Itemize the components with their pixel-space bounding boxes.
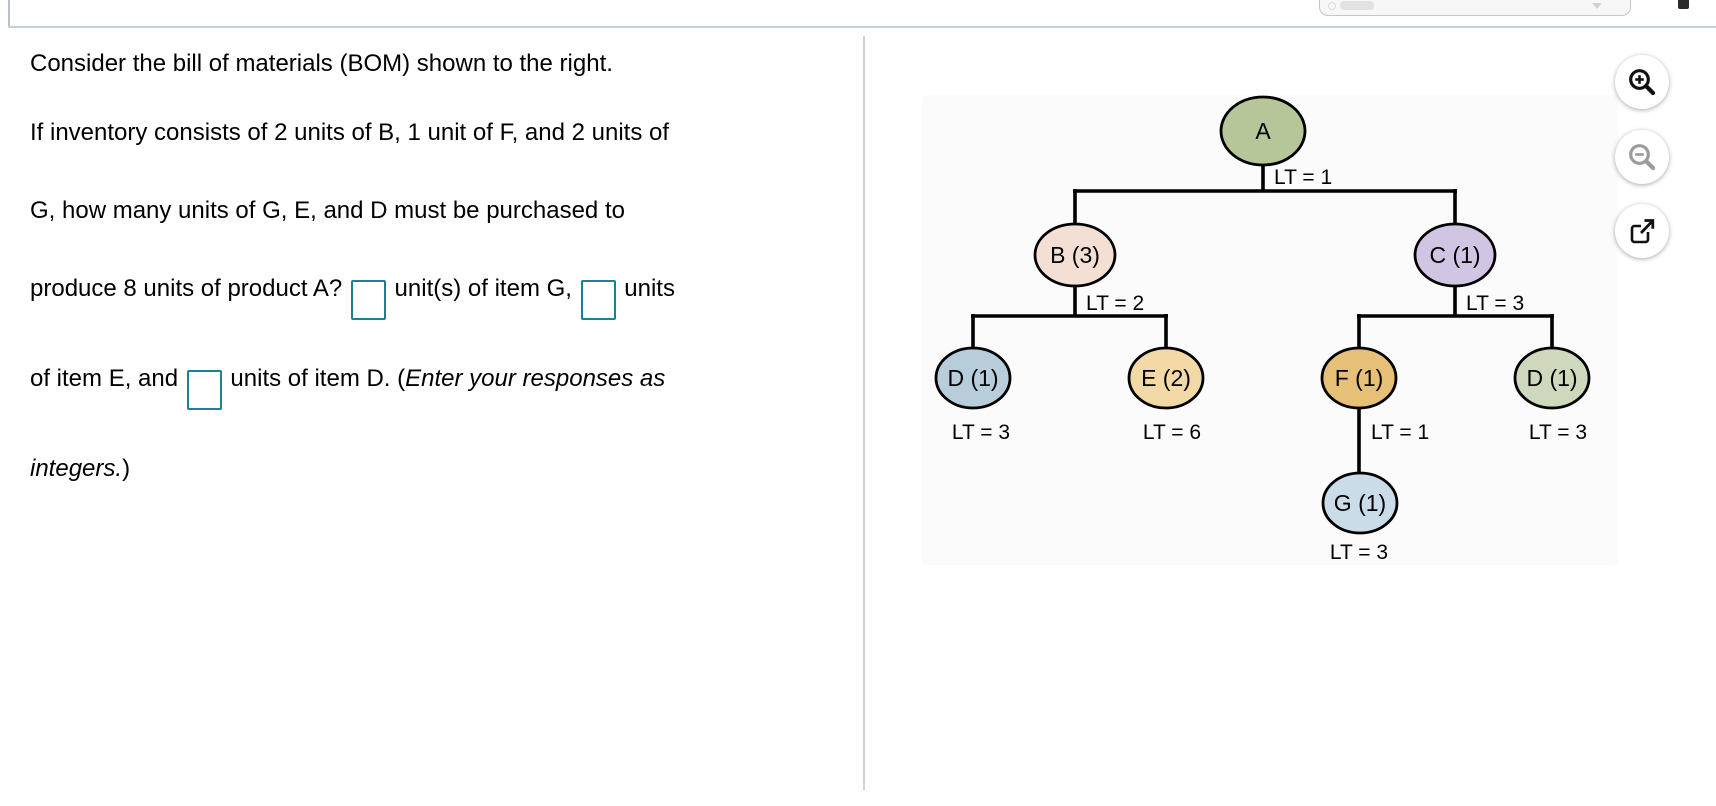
answer-input-g[interactable] (350, 280, 386, 320)
bom-node-label-d2: D (1) (1526, 365, 1577, 391)
lead-time-label: LT = 3 (1330, 541, 1388, 564)
bom-node-c (1413, 222, 1497, 288)
magnifier-plus-icon (1629, 69, 1656, 96)
bom-node-label-f: F (1) (1335, 365, 1384, 391)
zoom-out-button[interactable] (1615, 130, 1669, 184)
bom-node-label-a: A (1255, 118, 1271, 144)
question-body: If inventory consists of 2 units of B, 1… (30, 113, 842, 488)
chevron-down-icon (1592, 3, 1602, 9)
bom-node-a (1219, 95, 1307, 167)
bom-node-f (1320, 346, 1398, 410)
bom-node-d2 (1513, 346, 1591, 410)
question-line4c: units (617, 275, 675, 302)
magnifier-minus-icon (1629, 144, 1656, 171)
lead-time-label: LT = 3 (952, 421, 1010, 444)
question-line3: G, how many units of G, E, and D must be… (30, 197, 625, 224)
bom-node-label-b: B (3) (1050, 242, 1100, 268)
bom-node-b (1033, 222, 1117, 288)
question-line6a: integers. (30, 455, 123, 482)
bom-node-g (1321, 471, 1399, 535)
lead-time-label: LT = 1 (1371, 421, 1429, 444)
lead-time-label: LT = 6 (1143, 421, 1201, 444)
question-line2: If inventory consists of 2 units of B, 1… (30, 119, 670, 146)
question-line5b: units of item D. ( (223, 365, 406, 392)
dropdown-selection-placeholder (1340, 1, 1374, 10)
bom-node-e (1127, 346, 1205, 410)
header-divider (8, 26, 1716, 28)
open-external-button[interactable] (1615, 204, 1669, 258)
question-line5c: Enter your responses as (405, 365, 666, 392)
question-line5a: of item E, and (30, 365, 185, 392)
window-edge-line (8, 0, 10, 26)
bom-node-label-d1: D (1) (947, 365, 998, 391)
panel-divider (863, 36, 865, 790)
bom-node-label-e: E (2) (1141, 365, 1191, 391)
question-line6b: ) (122, 455, 131, 482)
lead-time-label: LT = 3 (1466, 292, 1524, 315)
answer-input-d[interactable] (186, 370, 222, 410)
bom-node-label-c: C (1) (1429, 242, 1480, 268)
diagram-card (922, 95, 1618, 565)
open-in-new-window-icon (1630, 219, 1655, 244)
bom-tree: LT = 1 LT = 2 LT = 3 LT = 3 LT = 6 LT = 1 LT =… (934, 95, 1591, 564)
question-intro: Consider the bill of materials (BOM) sho… (30, 50, 613, 77)
lead-time-label: LT = 3 (1529, 421, 1587, 444)
scrollbar-fragment (1678, 0, 1689, 9)
lead-time-label: LT = 1 (1274, 166, 1332, 189)
dropdown-mini-icon (1328, 2, 1336, 10)
bom-node-label-g: G (1) (1334, 490, 1386, 516)
question-line4a: produce 8 units of product A? (30, 275, 349, 302)
lead-time-label: LT = 2 (1086, 292, 1144, 315)
zoom-in-button[interactable] (1615, 55, 1669, 109)
toolbar-dropdown[interactable] (1319, 0, 1631, 16)
question-panel: Consider the bill of materials (BOM) sho… (30, 44, 842, 488)
answer-input-e[interactable] (580, 280, 616, 320)
question-line4b: unit(s) of item G, (387, 275, 579, 302)
bom-node-d1 (934, 346, 1012, 410)
